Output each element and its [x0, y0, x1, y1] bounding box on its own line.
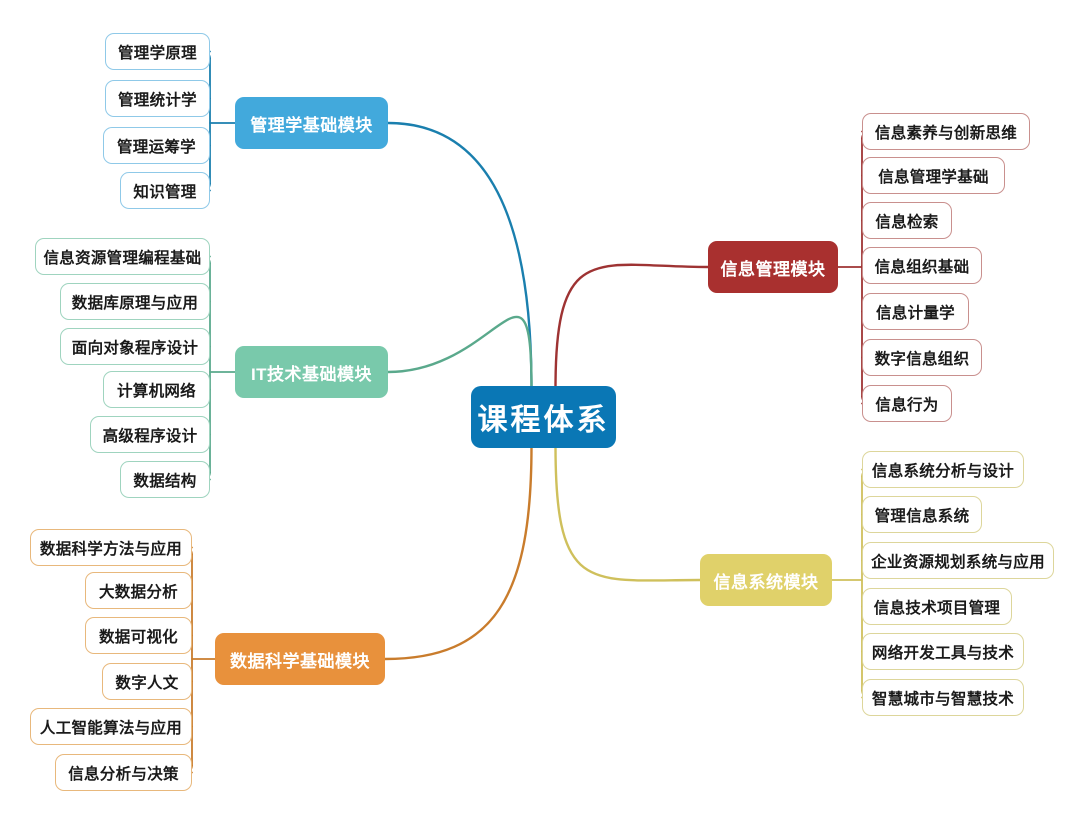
leaf-node-infosystem-4[interactable]: 网络开发工具与技术 — [862, 633, 1024, 670]
leaf-node-it-4[interactable]: 高级程序设计 — [90, 416, 210, 453]
branch-node-management-label: 管理学基础模块 — [250, 115, 373, 135]
leaf-node-management-0[interactable]: 管理学原理 — [105, 33, 210, 70]
leaf-node-infosystem-5[interactable]: 智慧城市与智慧技术 — [862, 679, 1024, 716]
leaf-node-it-1-label: 数据库原理与应用 — [71, 294, 199, 312]
leaf-node-it-4-label: 高级程序设计 — [102, 427, 198, 445]
connector — [383, 444, 533, 661]
leaf-node-infomanagement-4-label: 信息计量学 — [875, 304, 955, 322]
leaf-node-datascience-2[interactable]: 数据可视化 — [85, 617, 192, 654]
branch-node-it-label: IT技术基础模块 — [250, 364, 373, 384]
leaf-node-management-3-label: 知识管理 — [133, 183, 197, 201]
leaf-node-it-0[interactable]: 信息资源管理编程基础 — [35, 238, 210, 275]
leaf-node-infomanagement-5[interactable]: 数字信息组织 — [862, 339, 982, 376]
leaf-node-datascience-0-label: 数据科学方法与应用 — [39, 540, 183, 558]
branch-node-infomanagement-label: 信息管理模块 — [720, 259, 826, 279]
leaf-node-datascience-3-label: 数字人文 — [115, 674, 179, 692]
connector — [554, 444, 702, 582]
branch-node-infosystem-label: 信息系统模块 — [713, 572, 819, 592]
leaf-node-infomanagement-2[interactable]: 信息检索 — [862, 202, 952, 239]
connector — [386, 315, 533, 390]
leaf-node-management-1-label: 管理统计学 — [117, 91, 197, 109]
leaf-node-infosystem-0-label: 信息系统分析与设计 — [871, 462, 1015, 480]
leaf-node-it-0-label: 信息资源管理编程基础 — [43, 249, 202, 267]
leaf-node-infosystem-1-label: 管理信息系统 — [874, 507, 970, 525]
leaf-node-it-3[interactable]: 计算机网络 — [103, 371, 210, 408]
branch-node-datascience-label: 数据科学基础模块 — [230, 651, 370, 671]
branch-node-infosystem[interactable]: 信息系统模块 — [700, 554, 832, 606]
leaf-node-infomanagement-4[interactable]: 信息计量学 — [862, 293, 969, 330]
leaf-node-infomanagement-5-label: 数字信息组织 — [874, 350, 970, 368]
leaf-node-it-1[interactable]: 数据库原理与应用 — [60, 283, 210, 320]
leaf-node-infosystem-2[interactable]: 企业资源规划系统与应用 — [862, 542, 1054, 579]
leaf-node-it-5[interactable]: 数据结构 — [120, 461, 210, 498]
leaf-node-datascience-5[interactable]: 信息分析与决策 — [55, 754, 192, 791]
leaf-node-management-2[interactable]: 管理运筹学 — [103, 127, 210, 164]
leaf-node-management-3[interactable]: 知识管理 — [120, 172, 210, 209]
connector — [554, 263, 710, 390]
leaf-node-it-5-label: 数据结构 — [133, 472, 197, 490]
leaf-node-infomanagement-6[interactable]: 信息行为 — [862, 385, 952, 422]
leaf-node-datascience-3[interactable]: 数字人文 — [102, 663, 192, 700]
branch-node-infomanagement[interactable]: 信息管理模块 — [708, 241, 838, 293]
leaf-node-infomanagement-3[interactable]: 信息组织基础 — [862, 247, 982, 284]
leaf-node-it-3-label: 计算机网络 — [116, 382, 196, 400]
leaf-node-management-0-label: 管理学原理 — [117, 44, 197, 62]
root-node-course-system-label: 课程体系 — [477, 404, 610, 437]
leaf-node-infosystem-4-label: 网络开发工具与技术 — [871, 644, 1015, 662]
leaf-node-datascience-1-label: 大数据分析 — [98, 583, 178, 601]
leaf-node-infosystem-0[interactable]: 信息系统分析与设计 — [862, 451, 1024, 488]
leaf-node-infosystem-3[interactable]: 信息技术项目管理 — [862, 588, 1012, 625]
leaf-node-datascience-5-label: 信息分析与决策 — [68, 765, 179, 783]
leaf-node-infosystem-2-label: 企业资源规划系统与应用 — [871, 553, 1045, 571]
leaf-node-management-2-label: 管理运筹学 — [116, 138, 196, 156]
leaf-node-infomanagement-1[interactable]: 信息管理学基础 — [862, 157, 1005, 194]
leaf-node-infomanagement-0[interactable]: 信息素养与创新思维 — [862, 113, 1030, 150]
leaf-node-infosystem-3-label: 信息技术项目管理 — [873, 599, 1001, 617]
leaf-node-infomanagement-3-label: 信息组织基础 — [874, 258, 970, 276]
branch-node-management[interactable]: 管理学基础模块 — [235, 97, 388, 149]
branch-node-it[interactable]: IT技术基础模块 — [235, 346, 388, 398]
leaf-node-infomanagement-0-label: 信息素养与创新思维 — [874, 124, 1018, 142]
branch-node-datascience[interactable]: 数据科学基础模块 — [215, 633, 385, 685]
leaf-node-datascience-4-label: 人工智能算法与应用 — [39, 719, 183, 737]
leaf-node-infomanagement-2-label: 信息检索 — [875, 213, 939, 231]
leaf-node-management-1[interactable]: 管理统计学 — [105, 80, 210, 117]
leaf-node-infomanagement-6-label: 信息行为 — [875, 396, 939, 414]
root-node-course-system[interactable]: 课程体系 — [471, 386, 616, 448]
leaf-node-infosystem-1[interactable]: 管理信息系统 — [862, 496, 982, 533]
leaf-node-datascience-0[interactable]: 数据科学方法与应用 — [30, 529, 192, 566]
leaf-node-datascience-2-label: 数据可视化 — [98, 628, 178, 646]
leaf-node-infomanagement-1-label: 信息管理学基础 — [878, 168, 989, 186]
leaf-node-it-2-label: 面向对象程序设计 — [71, 339, 199, 357]
leaf-node-it-2[interactable]: 面向对象程序设计 — [60, 328, 210, 365]
leaf-node-datascience-1[interactable]: 大数据分析 — [85, 572, 192, 609]
leaf-node-datascience-4[interactable]: 人工智能算法与应用 — [30, 708, 192, 745]
connector — [386, 121, 533, 390]
leaf-node-infosystem-5-label: 智慧城市与智慧技术 — [871, 690, 1015, 708]
